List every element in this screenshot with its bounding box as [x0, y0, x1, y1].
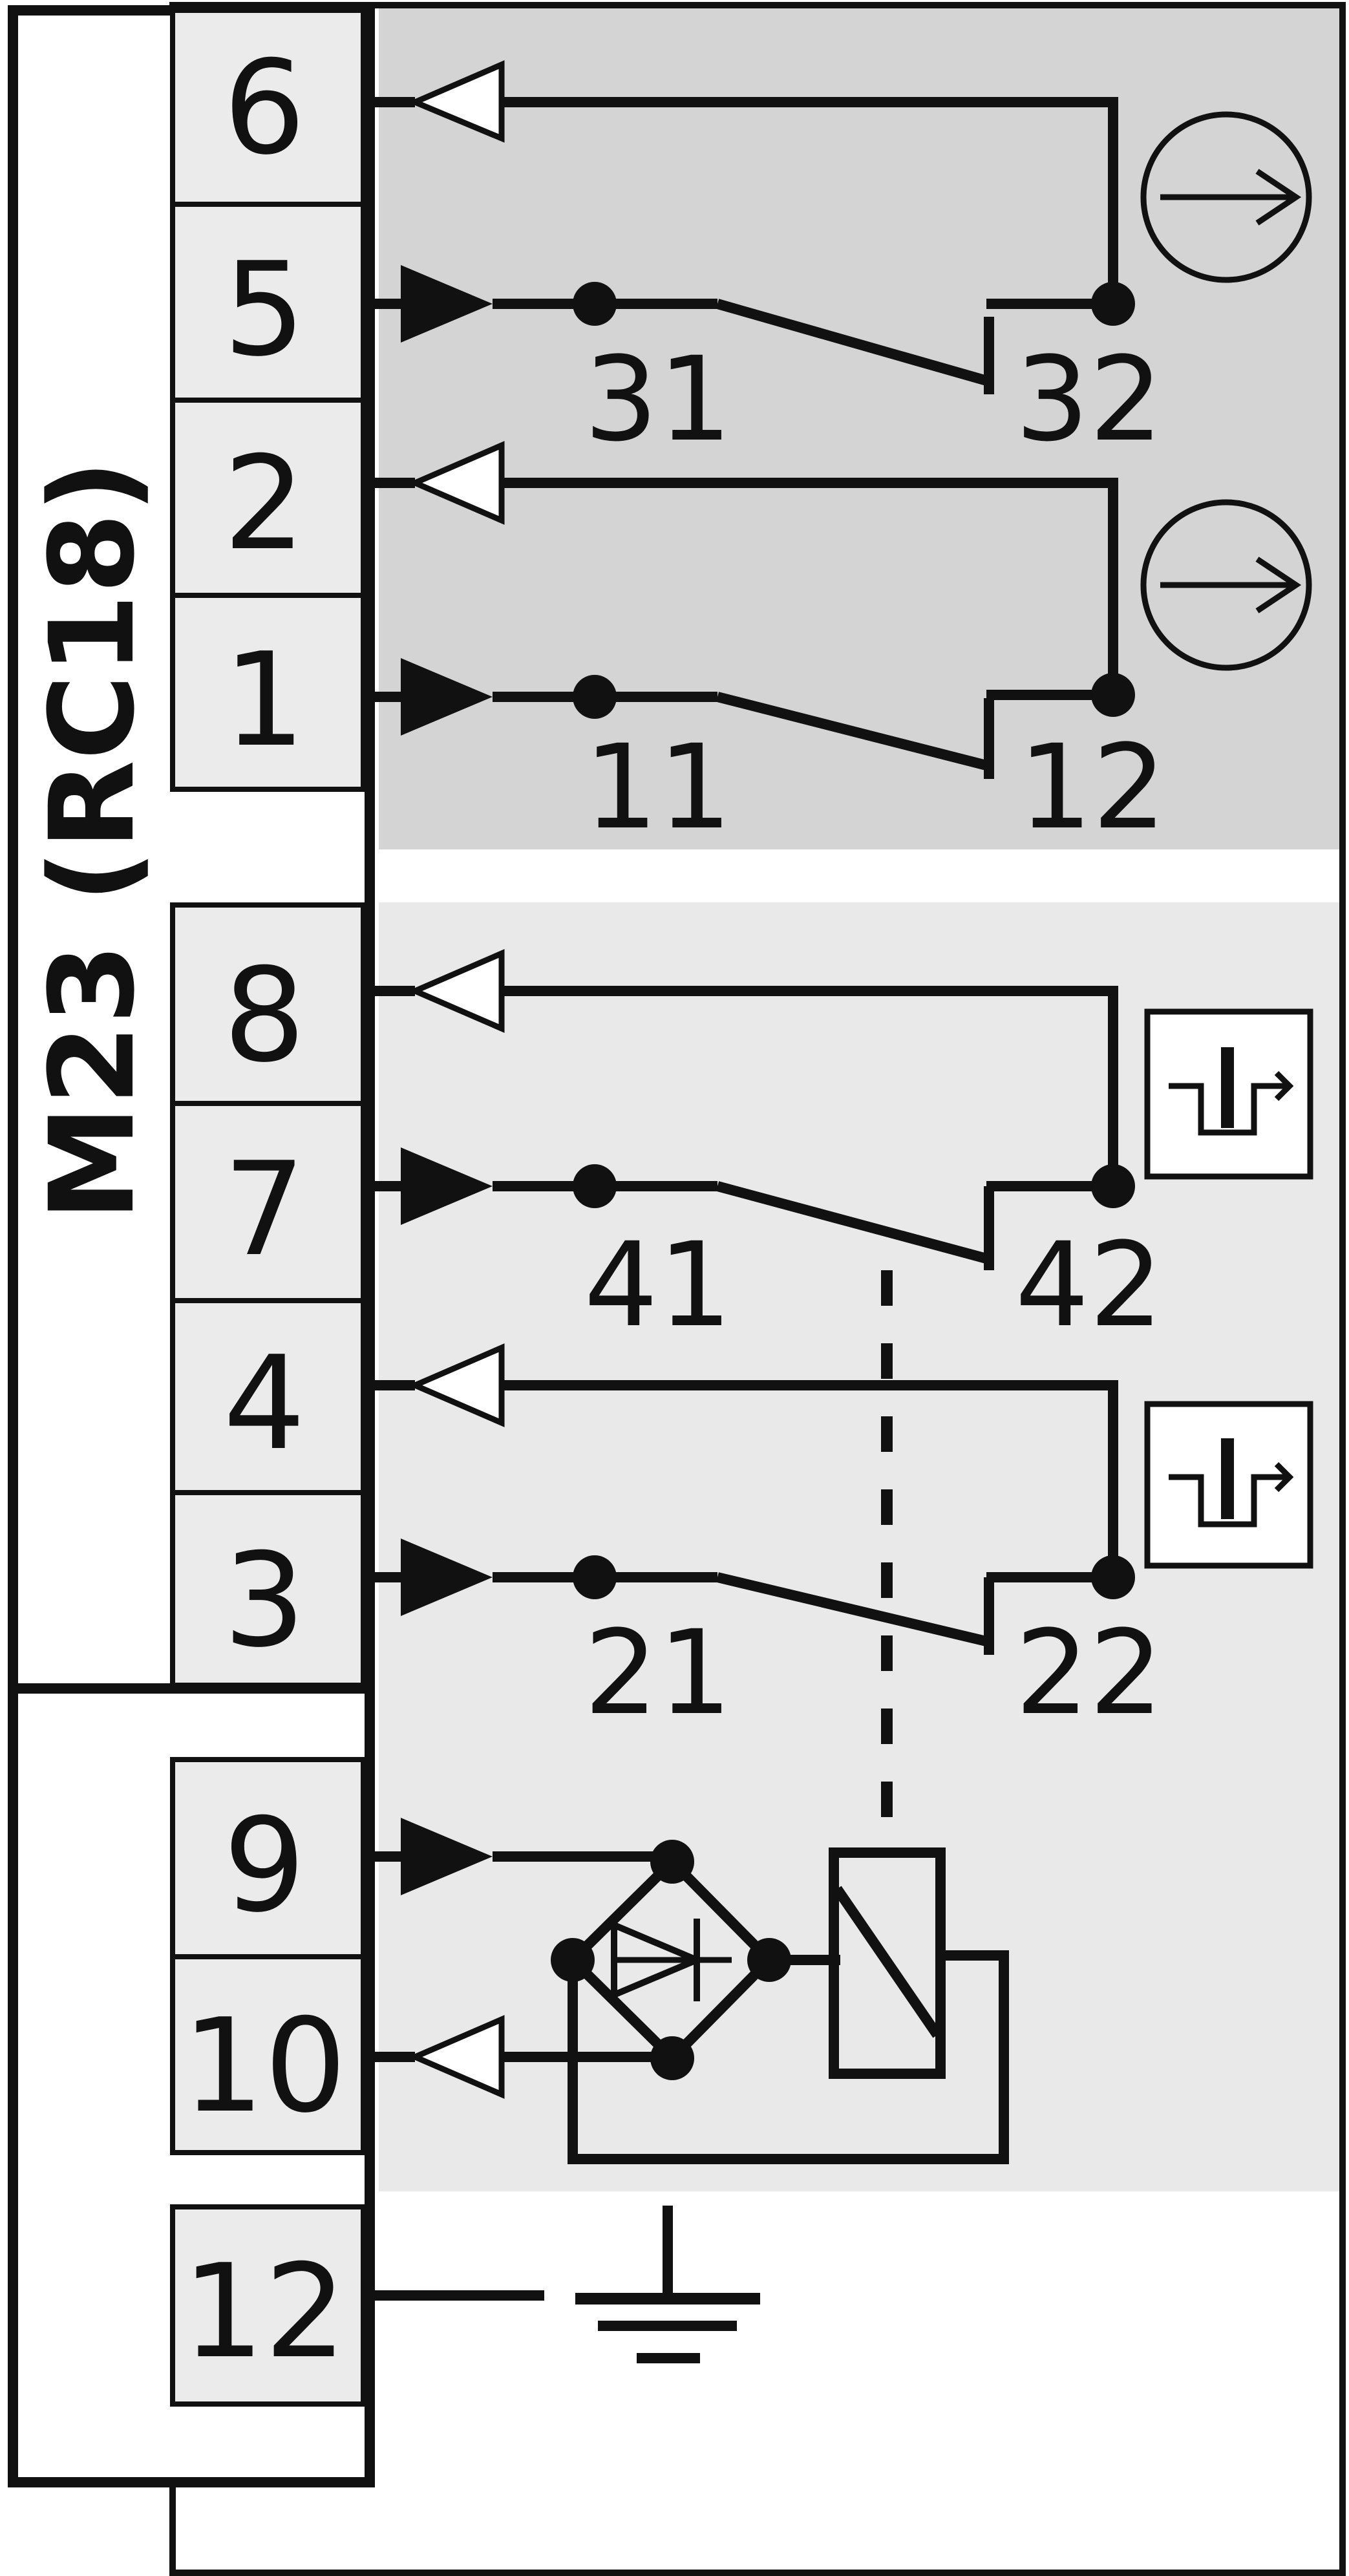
contact-node-12 — [1091, 673, 1135, 717]
pin-label-7: 7 — [223, 1134, 305, 1285]
pin-label-1: 1 — [223, 625, 305, 776]
contact-label-41: 41 — [584, 1218, 732, 1353]
terminal-pin-8[interactable] — [170, 902, 366, 1106]
pin-label-12: 12 — [182, 2237, 347, 2387]
terminal-block-middle: 8 7 4 3 — [170, 902, 366, 1688]
contact-label-42: 42 — [1015, 1218, 1163, 1353]
bridge-node-right — [747, 1938, 791, 1982]
bridge-rectifier-icon — [375, 1818, 1009, 2164]
contact-node-21 — [573, 1555, 617, 1599]
zone-upper-background — [379, 5, 1343, 849]
contact-node-31 — [573, 282, 617, 326]
input-arrow-pin-1 — [401, 658, 493, 736]
terminal-pin-2[interactable] — [170, 398, 366, 598]
contact-label-21: 21 — [584, 1606, 732, 1741]
pin-label-2: 2 — [223, 429, 305, 579]
contact-label-32: 32 — [1015, 332, 1163, 467]
pin-label-3: 3 — [223, 1526, 305, 1676]
bridge-node-top — [650, 1840, 694, 1884]
terminal-block-upper: 6 5 2 1 — [170, 8, 366, 792]
pin-label-5: 5 — [223, 235, 305, 385]
pin-label-9: 9 — [223, 1791, 305, 1941]
terminal-pin-12[interactable] — [170, 2204, 366, 2407]
bridge-node-left — [551, 1938, 595, 1982]
contact-label-31: 31 — [584, 332, 732, 467]
arrow-in-circle-icon — [1140, 499, 1312, 671]
bridge-node-bottom — [650, 2036, 694, 2080]
contact-node-42 — [1091, 1164, 1135, 1208]
pin-label-10: 10 — [182, 1991, 347, 2142]
plunger-icon — [1144, 1008, 1313, 1180]
connector-title: M23 (RC18) — [25, 460, 160, 1221]
input-arrow-pin-3 — [401, 1538, 493, 1616]
terminal-pin-3[interactable] — [170, 1490, 366, 1688]
plunger-icon — [1144, 1401, 1313, 1569]
pin-label-8: 8 — [223, 941, 305, 1091]
contact-node-11 — [573, 675, 617, 719]
contact-node-41 — [573, 1164, 617, 1208]
contact-label-11: 11 — [584, 720, 732, 855]
contact-label-22: 22 — [1015, 1606, 1163, 1741]
terminal-pin-10[interactable] — [170, 1954, 366, 2155]
terminal-pin-9[interactable] — [170, 1757, 366, 1959]
contact-label-12: 12 — [1018, 720, 1166, 855]
terminal-block-lower: 9 10 12 — [170, 1757, 366, 2407]
relay-coil-icon — [829, 1847, 946, 2079]
terminal-pin-1[interactable] — [170, 593, 366, 792]
input-arrow-pin-5 — [401, 265, 493, 343]
contact-node-32 — [1091, 282, 1135, 326]
input-arrow-pin-9 — [401, 1818, 493, 1895]
pin-label-4: 4 — [223, 1328, 305, 1479]
terminal-pin-6[interactable] — [170, 8, 366, 207]
ground-icon — [375, 2206, 760, 2363]
arrow-in-circle-icon — [1140, 111, 1312, 283]
pin-label-6: 6 — [223, 33, 305, 184]
contact-group-11-12 — [375, 441, 1118, 779]
input-arrow-pin-7 — [401, 1147, 493, 1225]
terminal-pin-4[interactable] — [170, 1298, 366, 1495]
contact-node-22 — [1091, 1555, 1135, 1599]
contact-group-21-22 — [375, 1343, 1118, 1655]
